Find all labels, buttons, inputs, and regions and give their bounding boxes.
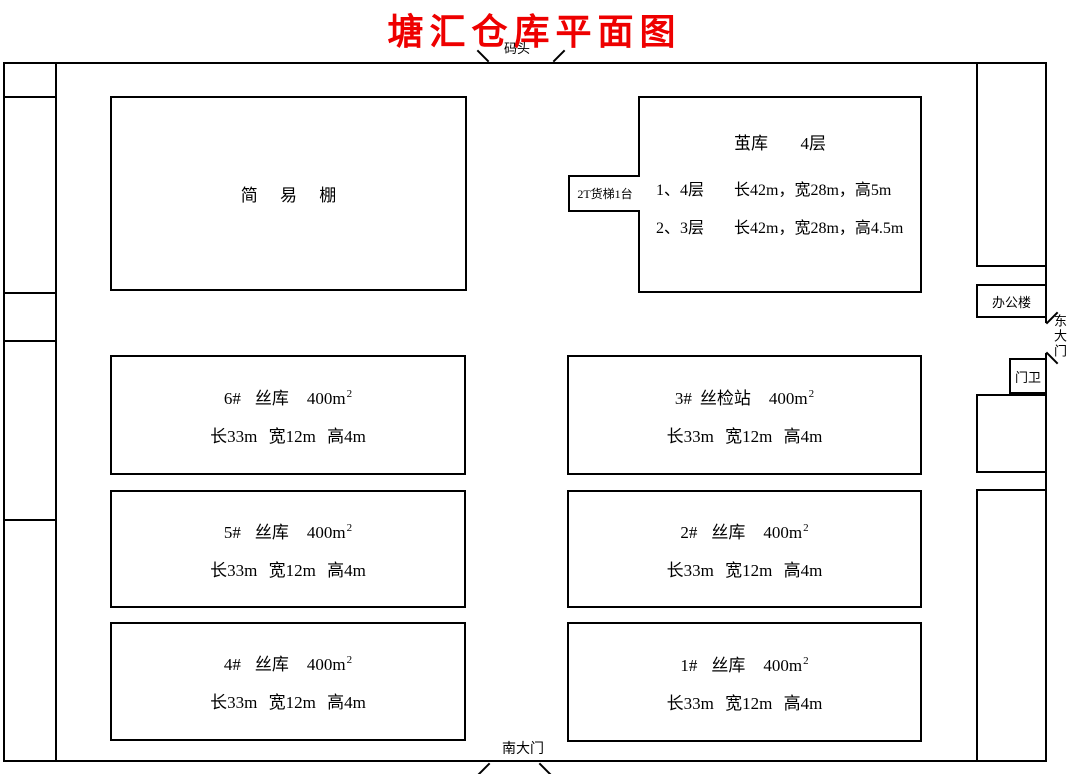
room-dims: 长33m 宽12m 高4m bbox=[210, 426, 366, 446]
cocoon-spec-line-1: 1、4层 长42m，宽28m，高5m bbox=[656, 176, 891, 200]
cocoon-spec1-text: 长42m，宽28m，高5m bbox=[734, 182, 892, 199]
outer-wall-right-upper bbox=[1045, 62, 1047, 323]
room-box-5: 5# 丝库 400m 2 长33m 宽12m 高4m bbox=[110, 490, 466, 608]
room-area-sup: 2 bbox=[808, 387, 815, 400]
cocoon-spec-line-2: 2、3层 长42m，宽28m，高4.5m bbox=[656, 214, 903, 238]
room-title: 4# 丝库 400m 2 bbox=[224, 650, 352, 675]
room-number: 4# bbox=[223, 655, 241, 674]
room-area-sup: 2 bbox=[346, 654, 353, 666]
room-name: 丝检站 bbox=[699, 388, 751, 408]
room-dims: 长33m 宽12m 高4m bbox=[666, 560, 823, 580]
outer-wall-bottom bbox=[3, 760, 1047, 762]
room-name: 丝库 bbox=[254, 655, 289, 674]
room-box-4: 4# 丝库 400m 2 长33m 宽12m 高4m bbox=[110, 622, 466, 741]
room-number: 6# bbox=[223, 388, 241, 408]
cocoon-spec1-label: 1、4层 bbox=[656, 182, 705, 199]
left-annex-wall bbox=[55, 62, 57, 762]
room-title: 5# 丝库 400m 2 bbox=[224, 518, 352, 543]
cocoon-floors: 4层 bbox=[800, 134, 827, 153]
right-annex-bottom-box bbox=[976, 489, 1045, 762]
room-dims: 长33m 宽12m 高4m bbox=[666, 426, 823, 446]
room-name: 丝库 bbox=[254, 388, 289, 408]
cocoon-name: 茧库 bbox=[734, 134, 768, 153]
guard-box: 门卫 bbox=[1009, 358, 1047, 394]
shed-label: 简 易 棚 bbox=[240, 186, 337, 205]
left-annex-divider-2 bbox=[3, 292, 57, 294]
cocoon-spec2-text: 长42m，宽28m，高4.5m bbox=[734, 220, 904, 237]
room-box-1: 1# 丝库 400m 2 长33m 宽12m 高4m bbox=[567, 622, 922, 742]
office-box: 办公楼 bbox=[976, 284, 1047, 318]
right-annex-top-box bbox=[976, 62, 1045, 267]
room-area-sup: 2 bbox=[346, 521, 353, 534]
outer-wall-top bbox=[3, 62, 1047, 64]
elevator-box: 2T货梯1台 bbox=[568, 175, 640, 212]
room-box-6: 6# 丝库 400m 2 长33m 宽12m 高4m bbox=[110, 355, 466, 475]
room-area: 400m bbox=[306, 388, 346, 408]
south-gate-mark-left bbox=[477, 762, 491, 774]
cocoon-title: 茧库 4层 bbox=[640, 134, 920, 154]
south-gate-mark-right bbox=[538, 762, 552, 774]
outer-wall-right-lower bbox=[1045, 353, 1047, 762]
room-area: 400m bbox=[306, 522, 346, 542]
room-name: 丝库 bbox=[711, 655, 746, 675]
room-title: 3# 丝检站 400m 2 bbox=[675, 384, 814, 409]
room-area-sup: 2 bbox=[803, 654, 809, 667]
left-annex-divider-3 bbox=[3, 340, 57, 342]
room-number: 3# bbox=[674, 388, 692, 408]
room-title: 2# 丝库 400m 2 bbox=[680, 518, 808, 543]
guard-label: 门卫 bbox=[1014, 369, 1041, 385]
room-name: 丝库 bbox=[254, 522, 289, 542]
dock-label: 码头 bbox=[503, 41, 530, 56]
room-area: 400m bbox=[763, 655, 803, 675]
room-area-sup: 2 bbox=[803, 521, 809, 534]
room-title: 1# 丝库 400m 2 bbox=[680, 651, 808, 676]
room-dims: 长33m 宽12m 高4m bbox=[210, 560, 366, 580]
south-gate-label: 南大门 bbox=[502, 742, 544, 757]
room-dims: 长33m 宽12m 高4m bbox=[210, 693, 366, 712]
room-area: 400m bbox=[768, 388, 808, 408]
shed-box: 简 易 棚 bbox=[110, 96, 467, 291]
room-area: 400m bbox=[763, 522, 803, 542]
plan-title: 塘汇仓库平面图 bbox=[387, 12, 682, 52]
left-annex-divider-4 bbox=[3, 519, 57, 521]
room-dims: 长33m 宽12m 高4m bbox=[666, 693, 823, 713]
right-annex-mid-box bbox=[976, 394, 1045, 473]
room-name: 丝库 bbox=[711, 522, 746, 542]
room-title: 6# 丝库 400m 2 bbox=[224, 384, 352, 409]
cocoon-spec2-label: 2、3层 bbox=[656, 220, 705, 237]
room-area: 400m bbox=[306, 655, 346, 674]
room-box-2: 2# 丝库 400m 2 长33m 宽12m 高4m bbox=[567, 490, 922, 608]
room-area-sup: 2 bbox=[346, 387, 353, 400]
cocoon-box: 茧库 4层 1、4层 长42m，宽28m，高5m 2、3层 长42m，宽28m，… bbox=[638, 96, 922, 293]
elevator-label: 2T货梯1台 bbox=[577, 187, 633, 201]
room-number: 2# bbox=[680, 522, 698, 542]
outer-wall-left bbox=[3, 62, 5, 762]
east-gate-label: 东大门 bbox=[1051, 314, 1067, 359]
left-annex-divider-1 bbox=[3, 96, 57, 98]
room-box-3: 3# 丝检站 400m 2 长33m 宽12m 高4m bbox=[567, 355, 922, 475]
room-number: 1# bbox=[680, 655, 698, 675]
office-label: 办公楼 bbox=[991, 294, 1031, 310]
room-number: 5# bbox=[223, 522, 241, 542]
